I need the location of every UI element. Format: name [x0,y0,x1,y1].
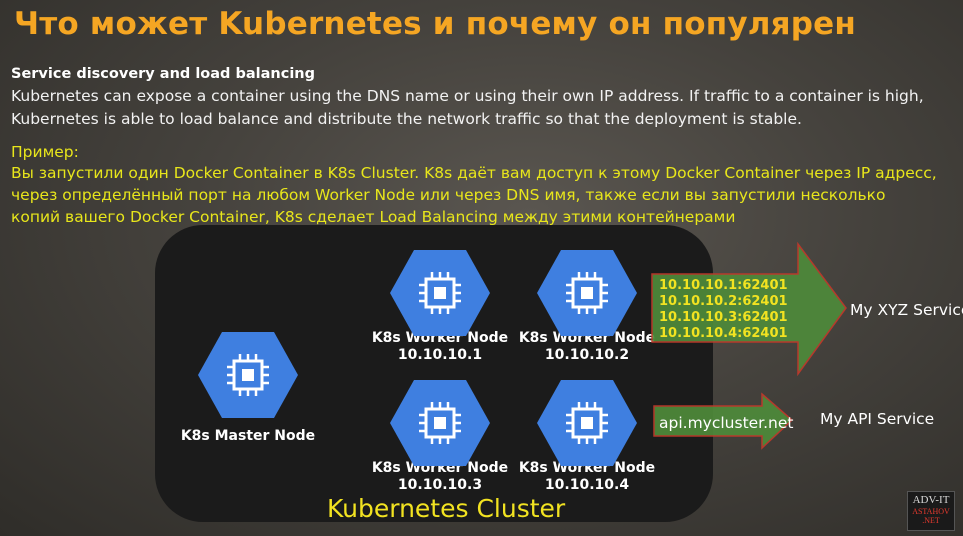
node-name: K8s Worker Node [518,460,656,476]
endpoint-ip: 10.10.10.3:62401 [659,310,788,325]
watermark-line: ADV-IT [912,494,950,506]
node-name: K8s Worker Node [518,330,656,346]
example-line: Вы запустили один Docker Container в K8s… [11,164,937,182]
master-node: K8s Master Node [163,330,333,445]
node-name: K8s Worker Node [371,330,509,346]
node-ip: 10.10.10.4 [544,477,630,493]
node-ip: 10.10.10.1 [397,347,483,363]
endpoint-ip: 10.10.10.4:62401 [659,326,788,341]
api-service-arrow [653,392,794,450]
slide-title: Что может Kubernetes и почему он популяр… [14,6,856,42]
body-line: Kubernetes is able to load balance and d… [11,110,802,128]
chip-hex-icon [388,248,492,338]
api-service-label: My API Service [820,410,935,428]
endpoint-ip: 10.10.10.1:62401 [659,278,788,293]
watermark-line: .NET [922,516,940,525]
example-label: Пример: [11,143,79,161]
worker-node: K8s Worker Node 10.10.10.1 [355,248,525,364]
node-ip: 10.10.10.2 [544,347,630,363]
node-ip: 10.10.10.3 [397,477,483,493]
node-name: K8s Worker Node [371,460,509,476]
worker-node: K8s Worker Node 10.10.10.2 [502,248,672,364]
chip-hex-icon [196,330,300,420]
chip-hex-icon [535,248,639,338]
section-heading: Service discovery and load balancing [11,66,315,82]
worker-node: K8s Worker Node 10.10.10.4 [502,378,672,494]
xyz-service-arrow [651,241,847,377]
example-line: копий вашего Docker Container, K8s сдела… [11,208,736,226]
watermark-line: ASTAHOV [912,507,950,516]
cluster-label: Kubernetes Cluster [327,494,566,523]
api-endpoint: api.mycluster.net [659,414,794,432]
chip-hex-icon [535,378,639,468]
body-line: Kubernetes can expose a container using … [11,87,924,105]
xyz-service-label: My XYZ Service [850,301,963,319]
worker-node: K8s Worker Node 10.10.10.3 [355,378,525,494]
example-line: через определённый порт на любом Worker … [11,186,886,204]
chip-hex-icon [388,378,492,468]
endpoint-ip: 10.10.10.2:62401 [659,294,788,309]
node-name: K8s Master Node [180,428,316,444]
watermark-logo: ADV-IT ASTAHOV .NET [907,491,955,531]
